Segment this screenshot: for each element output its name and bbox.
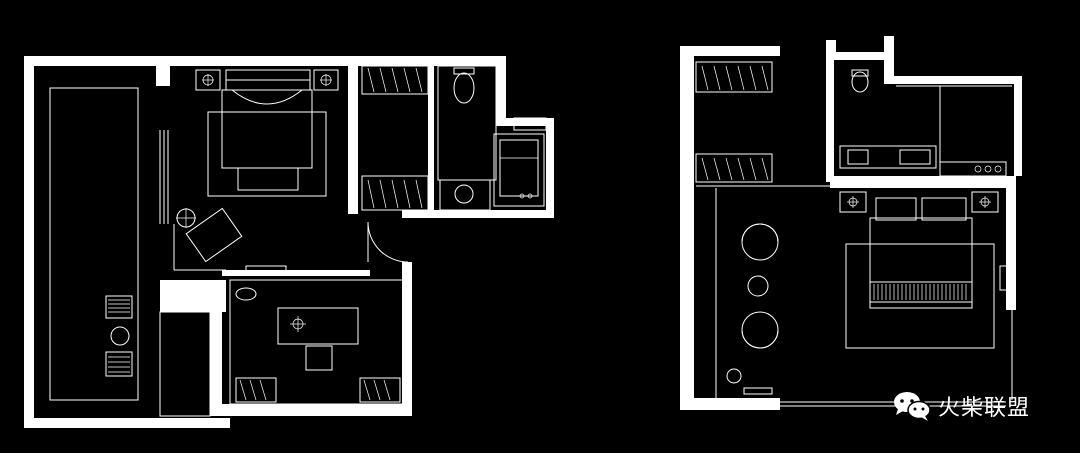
right-bathroom-kitchen [839, 69, 1012, 177]
right-wardrobes [695, 61, 830, 187]
watermark: 火柴联盟 [892, 388, 1030, 424]
left-wardrobes [361, 65, 429, 211]
right-bedroom-furniture [780, 191, 1013, 407]
right-floor-plan [680, 36, 1022, 410]
watermark-text: 火柴联盟 [938, 396, 1031, 421]
right-plan-walls [680, 36, 1022, 410]
wechat-icon [894, 392, 931, 421]
left-plan-walls [24, 56, 554, 428]
left-balcony [49, 87, 169, 401]
right-living-area [715, 188, 779, 398]
left-bathroom [437, 65, 547, 211]
left-floor-plan [24, 56, 554, 428]
left-door-swing [367, 221, 409, 263]
left-bedroom-furniture [173, 69, 339, 271]
left-study [159, 265, 407, 417]
